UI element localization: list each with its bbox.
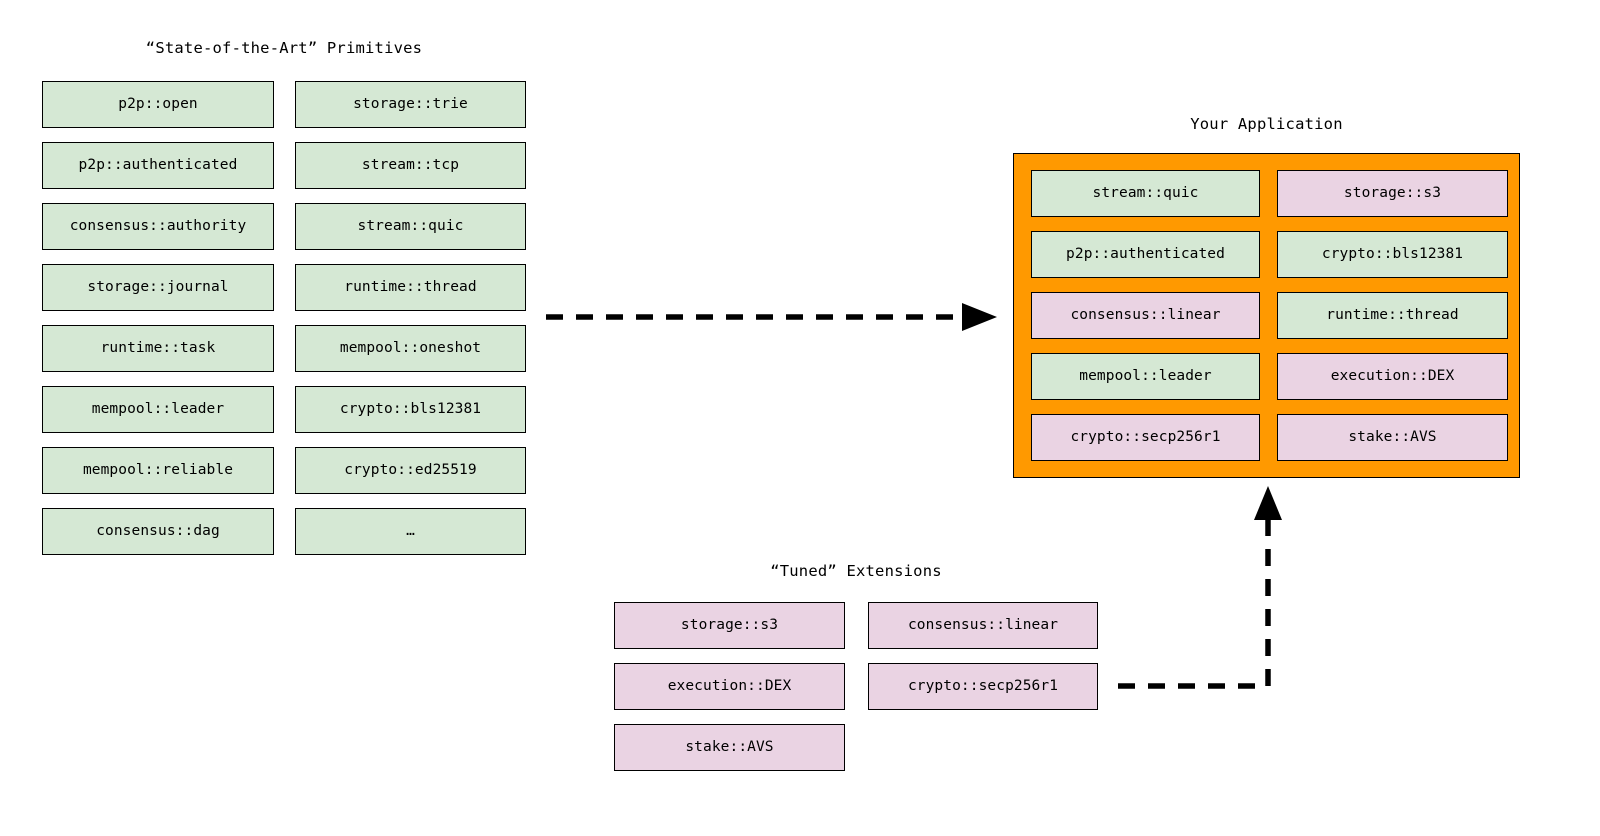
node-label: stream::quic	[357, 218, 464, 235]
node-label: crypto::bls12381	[339, 401, 482, 418]
application-node: stake::AVS	[1277, 414, 1508, 461]
arrow-extensions-to-application	[1118, 486, 1282, 689]
extension-node: crypto::secp256r1	[868, 663, 1098, 710]
node-label: crypto::bls12381	[1321, 246, 1464, 263]
node-label: consensus::dag	[96, 523, 220, 540]
primitive-node: storage::trie	[295, 81, 526, 128]
extensions-section-title: “Tuned” Extensions	[770, 562, 942, 580]
primitive-node: stream::quic	[295, 203, 526, 250]
node-label: runtime::task	[100, 340, 216, 357]
node-label: runtime::thread	[1326, 307, 1459, 324]
node-label: mempool::reliable	[82, 462, 234, 479]
primitive-node: p2p::open	[42, 81, 274, 128]
primitive-node: crypto::bls12381	[295, 386, 526, 433]
extension-node: execution::DEX	[614, 663, 845, 710]
node-label: stream::quic	[1092, 185, 1199, 202]
node-label: stream::tcp	[361, 157, 460, 174]
node-label: storage::s3	[1343, 185, 1442, 202]
node-label: mempool::leader	[1079, 368, 1212, 385]
node-label: consensus::linear	[907, 617, 1059, 634]
primitive-node: consensus::dag	[42, 508, 274, 555]
node-label: crypto::secp256r1	[1070, 429, 1221, 446]
node-label: consensus::linear	[1070, 307, 1221, 324]
application-node: crypto::secp256r1	[1031, 414, 1260, 461]
node-label: p2p::open	[118, 96, 198, 113]
node-label: crypto::secp256r1	[907, 678, 1059, 695]
extension-node: stake::AVS	[614, 724, 845, 771]
node-label: mempool::leader	[91, 401, 225, 418]
application-node: crypto::bls12381	[1277, 231, 1508, 278]
application-section-title: Your Application	[1190, 115, 1343, 133]
node-label: execution::DEX	[1330, 368, 1455, 385]
extension-node: consensus::linear	[868, 602, 1098, 649]
primitive-node: consensus::authority	[42, 203, 274, 250]
node-label: p2p::authenticated	[1066, 246, 1225, 263]
primitive-node: runtime::thread	[295, 264, 526, 311]
application-node: p2p::authenticated	[1031, 231, 1260, 278]
primitive-node: …	[295, 508, 526, 555]
node-label: crypto::ed25519	[344, 462, 477, 479]
application-node: storage::s3	[1277, 170, 1508, 217]
primitive-node: storage::journal	[42, 264, 274, 311]
node-label: stake::AVS	[1348, 429, 1437, 446]
primitive-node: crypto::ed25519	[295, 447, 526, 494]
arrow-primitives-to-application	[546, 303, 997, 331]
primitive-node: mempool::oneshot	[295, 325, 526, 372]
node-label: mempool::oneshot	[339, 340, 482, 357]
node-label: storage::trie	[353, 96, 468, 113]
primitive-node: mempool::leader	[42, 386, 274, 433]
node-label: p2p::authenticated	[78, 157, 238, 174]
primitive-node: mempool::reliable	[42, 447, 274, 494]
node-label: execution::DEX	[667, 678, 792, 695]
application-node: stream::quic	[1031, 170, 1260, 217]
node-label: storage::journal	[87, 279, 229, 296]
primitive-node: runtime::task	[42, 325, 274, 372]
application-node: consensus::linear	[1031, 292, 1260, 339]
application-node: mempool::leader	[1031, 353, 1260, 400]
primitives-section-title: “State-of-the-Art” Primitives	[145, 39, 423, 57]
application-node: runtime::thread	[1277, 292, 1508, 339]
node-label: stake::AVS	[685, 739, 774, 756]
primitive-node: p2p::authenticated	[42, 142, 274, 189]
node-label: consensus::authority	[69, 218, 247, 235]
application-node: execution::DEX	[1277, 353, 1508, 400]
node-label: …	[406, 523, 415, 540]
extension-node: storage::s3	[614, 602, 845, 649]
node-label: storage::s3	[680, 617, 779, 634]
primitive-node: stream::tcp	[295, 142, 526, 189]
node-label: runtime::thread	[344, 279, 477, 296]
